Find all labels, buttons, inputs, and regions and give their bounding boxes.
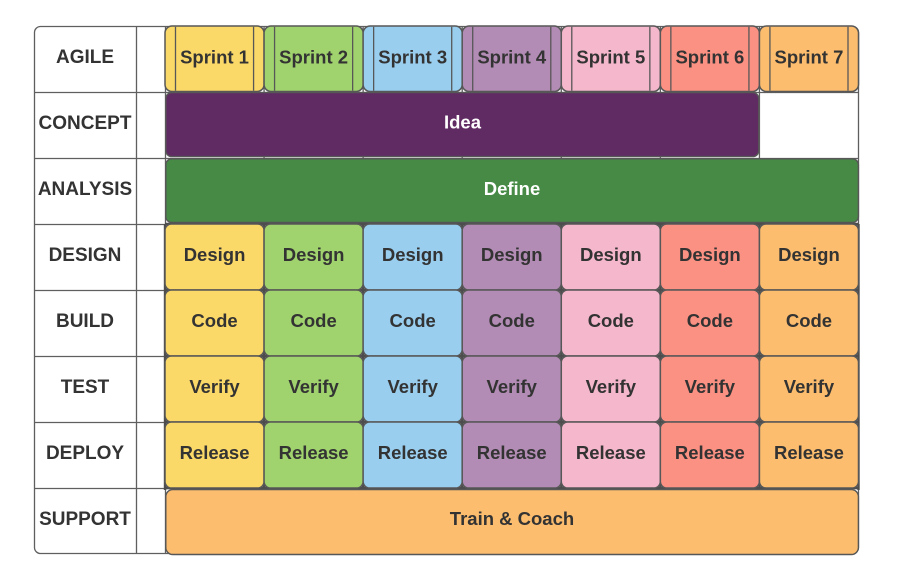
svg-text:SUPPORT: SUPPORT (39, 509, 131, 530)
svg-text:BUILD: BUILD (56, 311, 114, 332)
svg-text:Release: Release (675, 442, 745, 463)
svg-text:Sprint 2: Sprint 2 (279, 47, 348, 68)
svg-text:Code: Code (191, 310, 237, 331)
svg-text:Code: Code (489, 310, 535, 331)
svg-text:Verify: Verify (189, 376, 240, 397)
svg-text:Design: Design (679, 244, 741, 265)
svg-text:Sprint 4: Sprint 4 (477, 47, 547, 68)
svg-text:TEST: TEST (61, 377, 110, 398)
svg-text:Define: Define (484, 178, 541, 199)
svg-text:ANALYSIS: ANALYSIS (38, 179, 132, 200)
svg-text:Release: Release (477, 442, 547, 463)
svg-text:Verify: Verify (685, 376, 736, 397)
svg-text:Sprint 7: Sprint 7 (775, 47, 844, 68)
svg-text:Design: Design (184, 244, 246, 265)
svg-text:Verify: Verify (784, 376, 835, 397)
svg-text:Design: Design (382, 244, 444, 265)
svg-text:Release: Release (180, 442, 250, 463)
svg-text:Verify: Verify (586, 376, 637, 397)
svg-text:Sprint 5: Sprint 5 (576, 47, 645, 68)
svg-text:Train & Coach: Train & Coach (450, 508, 574, 529)
svg-text:Design: Design (778, 244, 840, 265)
svg-text:Idea: Idea (444, 112, 482, 133)
svg-text:Sprint 3: Sprint 3 (378, 47, 447, 68)
svg-text:Release: Release (576, 442, 646, 463)
svg-text:Release: Release (774, 442, 844, 463)
svg-text:AGILE: AGILE (56, 47, 114, 68)
svg-text:DESIGN: DESIGN (49, 245, 122, 266)
svg-text:Code: Code (290, 310, 336, 331)
svg-text:Verify: Verify (288, 376, 339, 397)
svg-text:Release: Release (279, 442, 349, 463)
svg-text:Sprint 1: Sprint 1 (180, 47, 249, 68)
svg-text:Design: Design (580, 244, 642, 265)
svg-text:Verify: Verify (387, 376, 438, 397)
svg-text:Verify: Verify (487, 376, 538, 397)
svg-text:Code: Code (588, 310, 634, 331)
svg-text:DEPLOY: DEPLOY (46, 443, 124, 464)
svg-text:Design: Design (283, 244, 345, 265)
svg-text:Code: Code (786, 310, 832, 331)
svg-text:Code: Code (390, 310, 436, 331)
svg-text:Code: Code (687, 310, 733, 331)
svg-text:Design: Design (481, 244, 543, 265)
svg-text:CONCEPT: CONCEPT (39, 113, 132, 134)
svg-text:Release: Release (378, 442, 448, 463)
svg-text:Sprint 6: Sprint 6 (675, 47, 744, 68)
